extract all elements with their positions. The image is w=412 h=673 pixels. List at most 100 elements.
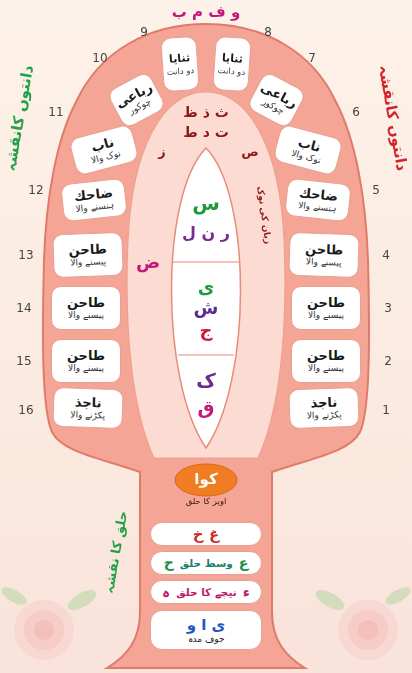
tooth-name: طاحن xyxy=(305,241,344,258)
oval-section: س ر ن ل xyxy=(179,177,233,257)
side-title: دانتوں کانقشہ xyxy=(375,64,411,173)
letter: ء xyxy=(243,584,250,601)
tooth-box: ثنایادو دانت xyxy=(212,36,252,92)
leaf xyxy=(0,584,29,608)
throat-band: ی ا وجوف مدہ xyxy=(150,610,262,650)
tooth-box: طاحنپیسنے والا xyxy=(291,339,361,383)
throat-band: ع وسط حلق ح xyxy=(150,551,262,575)
tooth-role: پیسنے والا xyxy=(308,363,344,374)
letter: ع xyxy=(239,555,249,572)
lip-letters: و ف م ب xyxy=(172,3,240,21)
letter: ح xyxy=(164,555,174,572)
tooth-box: طاحنپیسنے والا xyxy=(288,232,359,278)
leaf xyxy=(383,584,412,608)
letter-group: غ خ xyxy=(193,525,219,543)
tooth-box: طاحنپیسنے والا xyxy=(51,286,121,330)
letter: ش xyxy=(194,297,219,319)
letter-group: ث ذ ظ xyxy=(183,104,229,121)
mouth-outline xyxy=(43,24,369,668)
tooth-name: طاحن xyxy=(68,241,107,258)
tooth-number: 14 xyxy=(16,301,31,315)
tooth-name: طاحن xyxy=(67,295,105,311)
tooth-box: ثنایادو دانت xyxy=(160,36,200,92)
oval-section: کق xyxy=(186,359,226,429)
rose-petal xyxy=(34,620,54,640)
rose-petal xyxy=(14,600,74,660)
tooth-number: 6 xyxy=(352,105,360,119)
throat-band: غ خ xyxy=(150,522,262,546)
palate-band xyxy=(127,92,285,458)
throat-title: حلق کا نقشہ xyxy=(101,510,131,595)
tongue-oval xyxy=(172,148,241,448)
tooth-box: طاحنپیسنے والا xyxy=(51,339,121,383)
tooth-number: 13 xyxy=(18,248,33,262)
throat-part: نیچے کا حلق xyxy=(176,586,236,599)
letter-group: ت د ط xyxy=(183,124,229,141)
tooth-name: ناجذ xyxy=(75,394,102,411)
uvula-name: کوا xyxy=(194,462,217,496)
tooth-number: 2 xyxy=(384,354,392,368)
rose-petal xyxy=(348,610,388,650)
tooth-name: طاحن xyxy=(67,348,105,364)
tooth-box: طاحنپیسنے والا xyxy=(291,286,361,330)
oval-divider xyxy=(178,354,234,355)
tooth-role: دو دانت xyxy=(166,65,194,77)
tooth-name: ثنایا xyxy=(169,52,191,67)
rose-petal xyxy=(24,610,64,650)
tooth-role: پیسنے والا xyxy=(306,257,342,269)
tooth-box: ناجذپکڑنے والا xyxy=(52,387,123,429)
tooth-number: 4 xyxy=(382,248,390,262)
tooth-number: 3 xyxy=(384,301,392,315)
uvula-shape: کوااوپر کا حلق xyxy=(165,462,247,514)
tooth-number: 7 xyxy=(308,51,316,65)
tooth-box: ناجذپکڑنے والا xyxy=(288,387,359,429)
tooth-name: ناجذ xyxy=(310,394,337,411)
oval-section: یشج xyxy=(186,266,226,350)
throat-part: اوپر کا حلق xyxy=(186,496,227,506)
letter: ق xyxy=(198,396,215,419)
leaf xyxy=(313,586,348,614)
tooth-number: 9 xyxy=(140,25,148,39)
letter-group: ر ن ل xyxy=(182,223,230,242)
throat-part: جوف مدہ xyxy=(188,634,225,645)
tooth-role: پیسنے والا xyxy=(308,310,344,321)
rose-petal xyxy=(338,600,398,660)
rose-petal xyxy=(358,620,378,640)
letter-group: ی ا و xyxy=(187,616,226,634)
tooth-number: 15 xyxy=(16,354,31,368)
tooth-box: ضاحكہنسنے والا xyxy=(60,178,128,222)
tooth-role: پکڑنے والا xyxy=(307,410,342,422)
tooth-role: پیسنے والا xyxy=(68,363,104,374)
tooth-number: 10 xyxy=(92,51,107,65)
tooth-number: 11 xyxy=(48,105,63,119)
tooth-role: پیسنے والا xyxy=(68,310,104,321)
letter: ی xyxy=(198,276,215,298)
tooth-number: 1 xyxy=(382,403,390,417)
letter: ج xyxy=(200,319,213,341)
tooth-box: ضاحكہنسنے والا xyxy=(284,178,352,222)
tooth-box: طاحنپیسنے والا xyxy=(52,232,123,278)
oval-divider xyxy=(173,261,239,262)
rose-decoration xyxy=(0,584,412,660)
tooth-name: طاحن xyxy=(307,295,345,311)
letter: ز xyxy=(158,144,165,160)
tooth-number: 8 xyxy=(264,25,272,39)
leaf xyxy=(65,586,100,614)
letter: ض xyxy=(136,251,160,273)
tooth-role: پیسنے والا xyxy=(70,257,106,269)
letter: س xyxy=(192,191,220,215)
tooth-role: پکڑنے والا xyxy=(70,410,105,422)
tooth-name: طاحن xyxy=(307,348,345,364)
letter: ص xyxy=(241,144,259,160)
letter: ک xyxy=(196,369,215,392)
side-title: دانتوں کانقشہ xyxy=(1,64,37,173)
tooth-role: دو دانت xyxy=(217,65,245,77)
tooth-name: ثنایا xyxy=(221,52,243,67)
throat-band: ء نیچے کا حلق ہ xyxy=(150,580,262,604)
tooth-number: 16 xyxy=(18,403,33,417)
letter: ہ xyxy=(162,584,170,601)
tooth-number: 5 xyxy=(372,183,380,197)
throat-part: وسط حلق xyxy=(180,557,233,570)
tooth-number: 12 xyxy=(28,183,43,197)
